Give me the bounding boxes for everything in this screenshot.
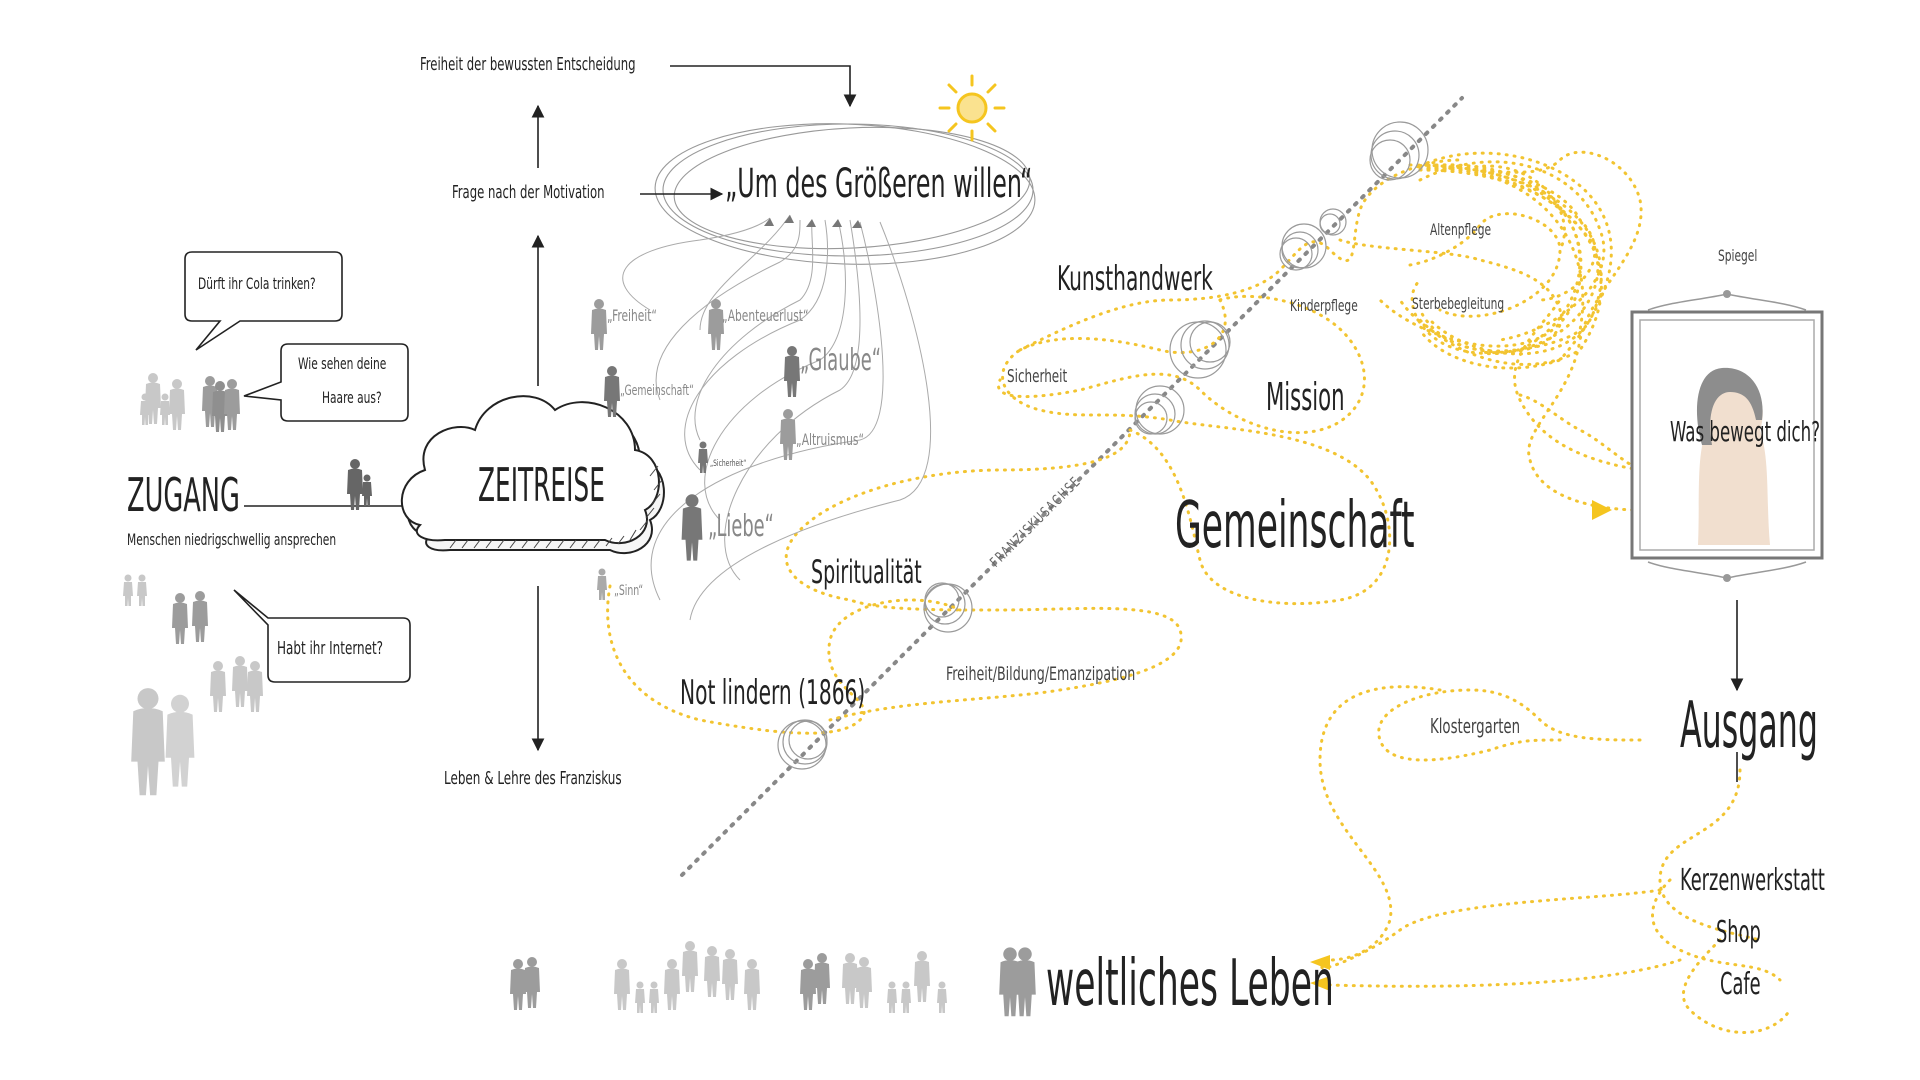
station-freiheit-bildung: Freiheit/Bildung/Emanzipation xyxy=(946,663,1136,685)
station-kinderpflege: Kinderpflege xyxy=(1290,296,1358,315)
station-not-lindern: Not lindern (1866) xyxy=(680,673,866,713)
motive-altruismus: „Altruismus“ xyxy=(796,430,864,449)
station-gemeinschaft: Gemeinschaft xyxy=(1175,489,1415,563)
franziskus-axis-line xyxy=(680,96,1464,877)
axis-scribbles xyxy=(777,121,1429,770)
speech-bubbles xyxy=(184,251,411,683)
motivation-label: Frage nach der Motivation xyxy=(452,182,605,203)
ausgang-label: Ausgang xyxy=(1680,689,1818,763)
leben-lehre-label: Leben & Lehre des Franziskus xyxy=(444,768,622,789)
motive-freiheit: „Freiheit“ xyxy=(607,306,657,325)
motive-abenteuerlust: „Abenteuerlust“ xyxy=(722,306,809,325)
mirror-question: Was bewegt dich? xyxy=(1670,415,1821,448)
station-altenpflege: Altenpflege xyxy=(1430,220,1492,239)
station-mission: Mission xyxy=(1266,375,1345,419)
sun-icon xyxy=(938,74,1006,142)
mirror-frame xyxy=(1630,290,1824,582)
weltlich-arrow-1 xyxy=(1310,955,1330,970)
groesseren-willen-label: „Um des Größeren willen“ xyxy=(725,161,1033,207)
mirror-arrow xyxy=(1592,500,1612,520)
bubble-haare-line1: Wie sehen deine xyxy=(298,354,387,373)
shop-label: Shop xyxy=(1716,915,1761,950)
station-sterbebegleitung: Sterbebegleitung xyxy=(1412,294,1505,313)
bubble-cola-text: Dürft ihr Cola trinken? xyxy=(198,274,316,293)
freiheit-entscheidung-label: Freiheit der bewussten Entscheidung xyxy=(420,54,636,75)
zeitreise-label: ZEITREISE xyxy=(478,458,605,512)
black-arrows xyxy=(244,65,1744,782)
cloud-hatch xyxy=(449,465,663,549)
groesseren-ellipse xyxy=(654,123,1036,265)
motive-curves xyxy=(622,214,932,621)
motive-gemeinschaft: „Gemeinschaft“ xyxy=(620,383,694,399)
weltliches-leben-label: weltliches Leben xyxy=(1046,947,1334,1021)
motive-liebe: „Liebe“ xyxy=(708,509,774,544)
zeitreise-cloud xyxy=(400,395,665,555)
motive-sinn: „Sinn“ xyxy=(614,583,644,599)
motive-glaube: „Glaube“ xyxy=(800,343,881,378)
weltlich-arrow-2 xyxy=(1310,976,1330,991)
bubble-haare-line2: Haare aus? xyxy=(322,388,382,407)
mirror-label: Spiegel xyxy=(1718,246,1758,265)
station-sicherheit: Sicherheit xyxy=(1007,366,1068,387)
zugang-subtitle: Menschen niedrigschwellig ansprechen xyxy=(127,530,337,549)
zugang-title: ZUGANG xyxy=(127,468,240,522)
station-klostergarten: Klostergarten xyxy=(1430,714,1521,738)
kerzenwerkstatt-label: Kerzenwerkstatt xyxy=(1680,863,1825,898)
bubble-internet-text: Habt ihr Internet? xyxy=(277,638,384,659)
station-spiritualitaet: Spiritualität xyxy=(811,553,922,591)
motive-curve-arrows xyxy=(764,215,862,228)
station-kunsthandwerk: Kunsthandwerk xyxy=(1057,259,1213,299)
motive-sicherheit: „Sicherheit“ xyxy=(710,459,747,469)
cafe-label: Cafe xyxy=(1720,967,1761,1002)
